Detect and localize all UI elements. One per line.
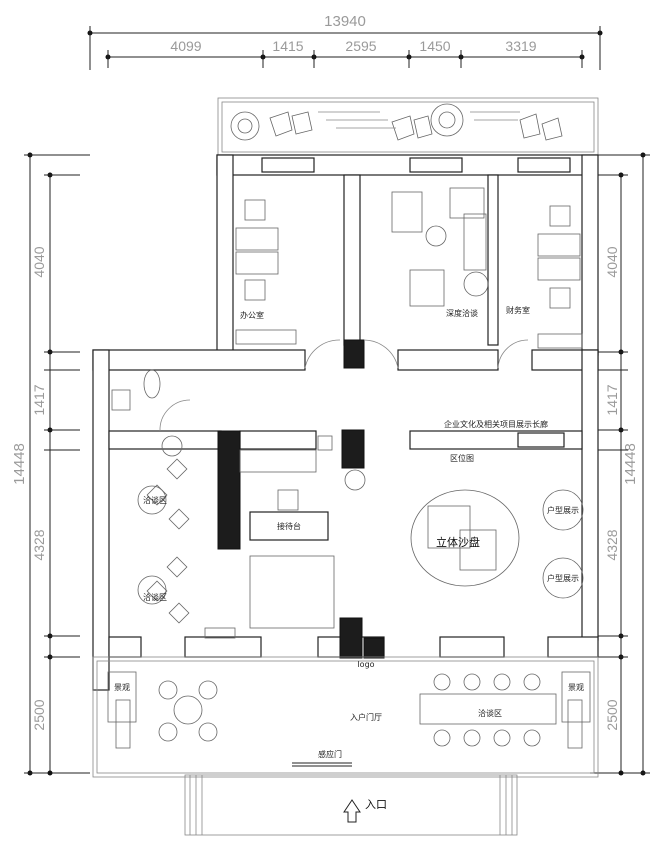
left-dimensions: 14448 4040 1417 4328 2500 <box>11 152 90 776</box>
lounge-chair-icon <box>391 115 415 141</box>
desk-icon <box>449 187 485 219</box>
room-labels: 办公室 深度洽谈 财务室 企业文化及相关项目展示长廊 区位图 洽谈区 洽谈区 接… <box>114 305 584 811</box>
label-talk-area-2: 洽谈区 <box>143 592 167 602</box>
desk-icon <box>235 227 279 251</box>
top-garden <box>217 97 599 157</box>
label-talk-area-3: 洽谈区 <box>478 708 502 718</box>
chair-icon <box>277 489 299 511</box>
door-swing-icon <box>159 399 191 432</box>
desk-icon <box>235 251 279 275</box>
door-swing-icon <box>363 339 399 369</box>
walls <box>92 154 599 836</box>
long-table <box>419 693 557 725</box>
desk-icon <box>537 257 581 281</box>
label-landscape-left: 景观 <box>114 683 130 692</box>
lounge-chair-icon <box>413 115 433 139</box>
label-zone-map: 区位图 <box>450 453 474 463</box>
label-deep-talk: 深度洽谈 <box>446 308 478 318</box>
lounge-chair-icon <box>519 113 541 139</box>
hall-furniture <box>111 369 584 639</box>
reception-desk <box>249 511 329 541</box>
label-sand-table: 立体沙盘 <box>436 535 480 549</box>
sand-table <box>410 489 520 587</box>
top-seg-4: 1450 <box>419 38 450 54</box>
label-reception: 接待台 <box>277 521 301 531</box>
right-seg-3: 4328 <box>604 529 620 560</box>
round-table-icon <box>173 695 203 725</box>
right-total-dim: 14448 <box>622 443 639 485</box>
chair-icon <box>244 279 266 301</box>
entrance-furniture <box>107 671 591 823</box>
top-dimensions: 13940 4099 1415 2595 1450 3319 <box>87 13 603 70</box>
left-seg-3: 4328 <box>31 529 47 560</box>
lounge-chair-icon <box>291 111 313 135</box>
label-office: 办公室 <box>240 310 264 320</box>
label-landscape-right: 景观 <box>568 683 584 692</box>
door-swing-icon <box>304 339 341 369</box>
top-seg-2: 1415 <box>272 38 303 54</box>
left-seg-1: 4040 <box>31 246 47 277</box>
label-sensor-door: 感应门 <box>318 749 342 759</box>
lounge-chair-icon <box>541 117 563 141</box>
right-seg-4: 2500 <box>604 699 620 730</box>
plant-icon <box>344 469 366 491</box>
right-dimensions: 14448 4040 1417 4328 2500 <box>590 152 650 776</box>
left-seg-4: 2500 <box>31 699 47 730</box>
label-unit-display-2: 户型展示 <box>547 573 579 583</box>
tree-icon <box>430 103 464 137</box>
armchair-icon <box>391 191 423 233</box>
sink-icon <box>111 389 131 411</box>
top-seg-3: 2595 <box>345 38 376 54</box>
right-seg-2: 1417 <box>604 384 620 415</box>
label-talk-area-1: 洽谈区 <box>143 495 167 505</box>
label-culture-hall: 企业文化及相关项目展示长廊 <box>444 419 548 429</box>
top-seg-5: 3319 <box>505 38 536 54</box>
chair-icon <box>549 287 571 309</box>
chair-icon <box>244 199 266 221</box>
toilet-icon <box>143 369 161 399</box>
armchair-icon <box>409 269 445 307</box>
entrance-arrow-icon <box>343 799 361 823</box>
desk-icon <box>537 233 581 257</box>
lounge-chair-icon <box>269 111 293 137</box>
label-entrance: 入口 <box>365 798 387 811</box>
door-swing-icon <box>497 339 529 369</box>
top-seg-1: 4099 <box>170 38 201 54</box>
label-finance: 财务室 <box>506 305 530 315</box>
tree-icon <box>230 111 260 141</box>
plant-icon <box>161 435 183 457</box>
label-unit-display-1: 户型展示 <box>547 505 579 515</box>
label-entrance-hall: 入户门厅 <box>350 712 382 722</box>
left-seg-2: 1417 <box>31 384 47 415</box>
office-furniture <box>159 187 583 432</box>
left-total-dim: 14448 <box>11 443 28 485</box>
right-seg-1: 4040 <box>604 246 620 277</box>
label-logo: logo <box>357 660 374 669</box>
chair-icon <box>549 205 571 227</box>
top-total-dim: 13940 <box>324 13 366 30</box>
